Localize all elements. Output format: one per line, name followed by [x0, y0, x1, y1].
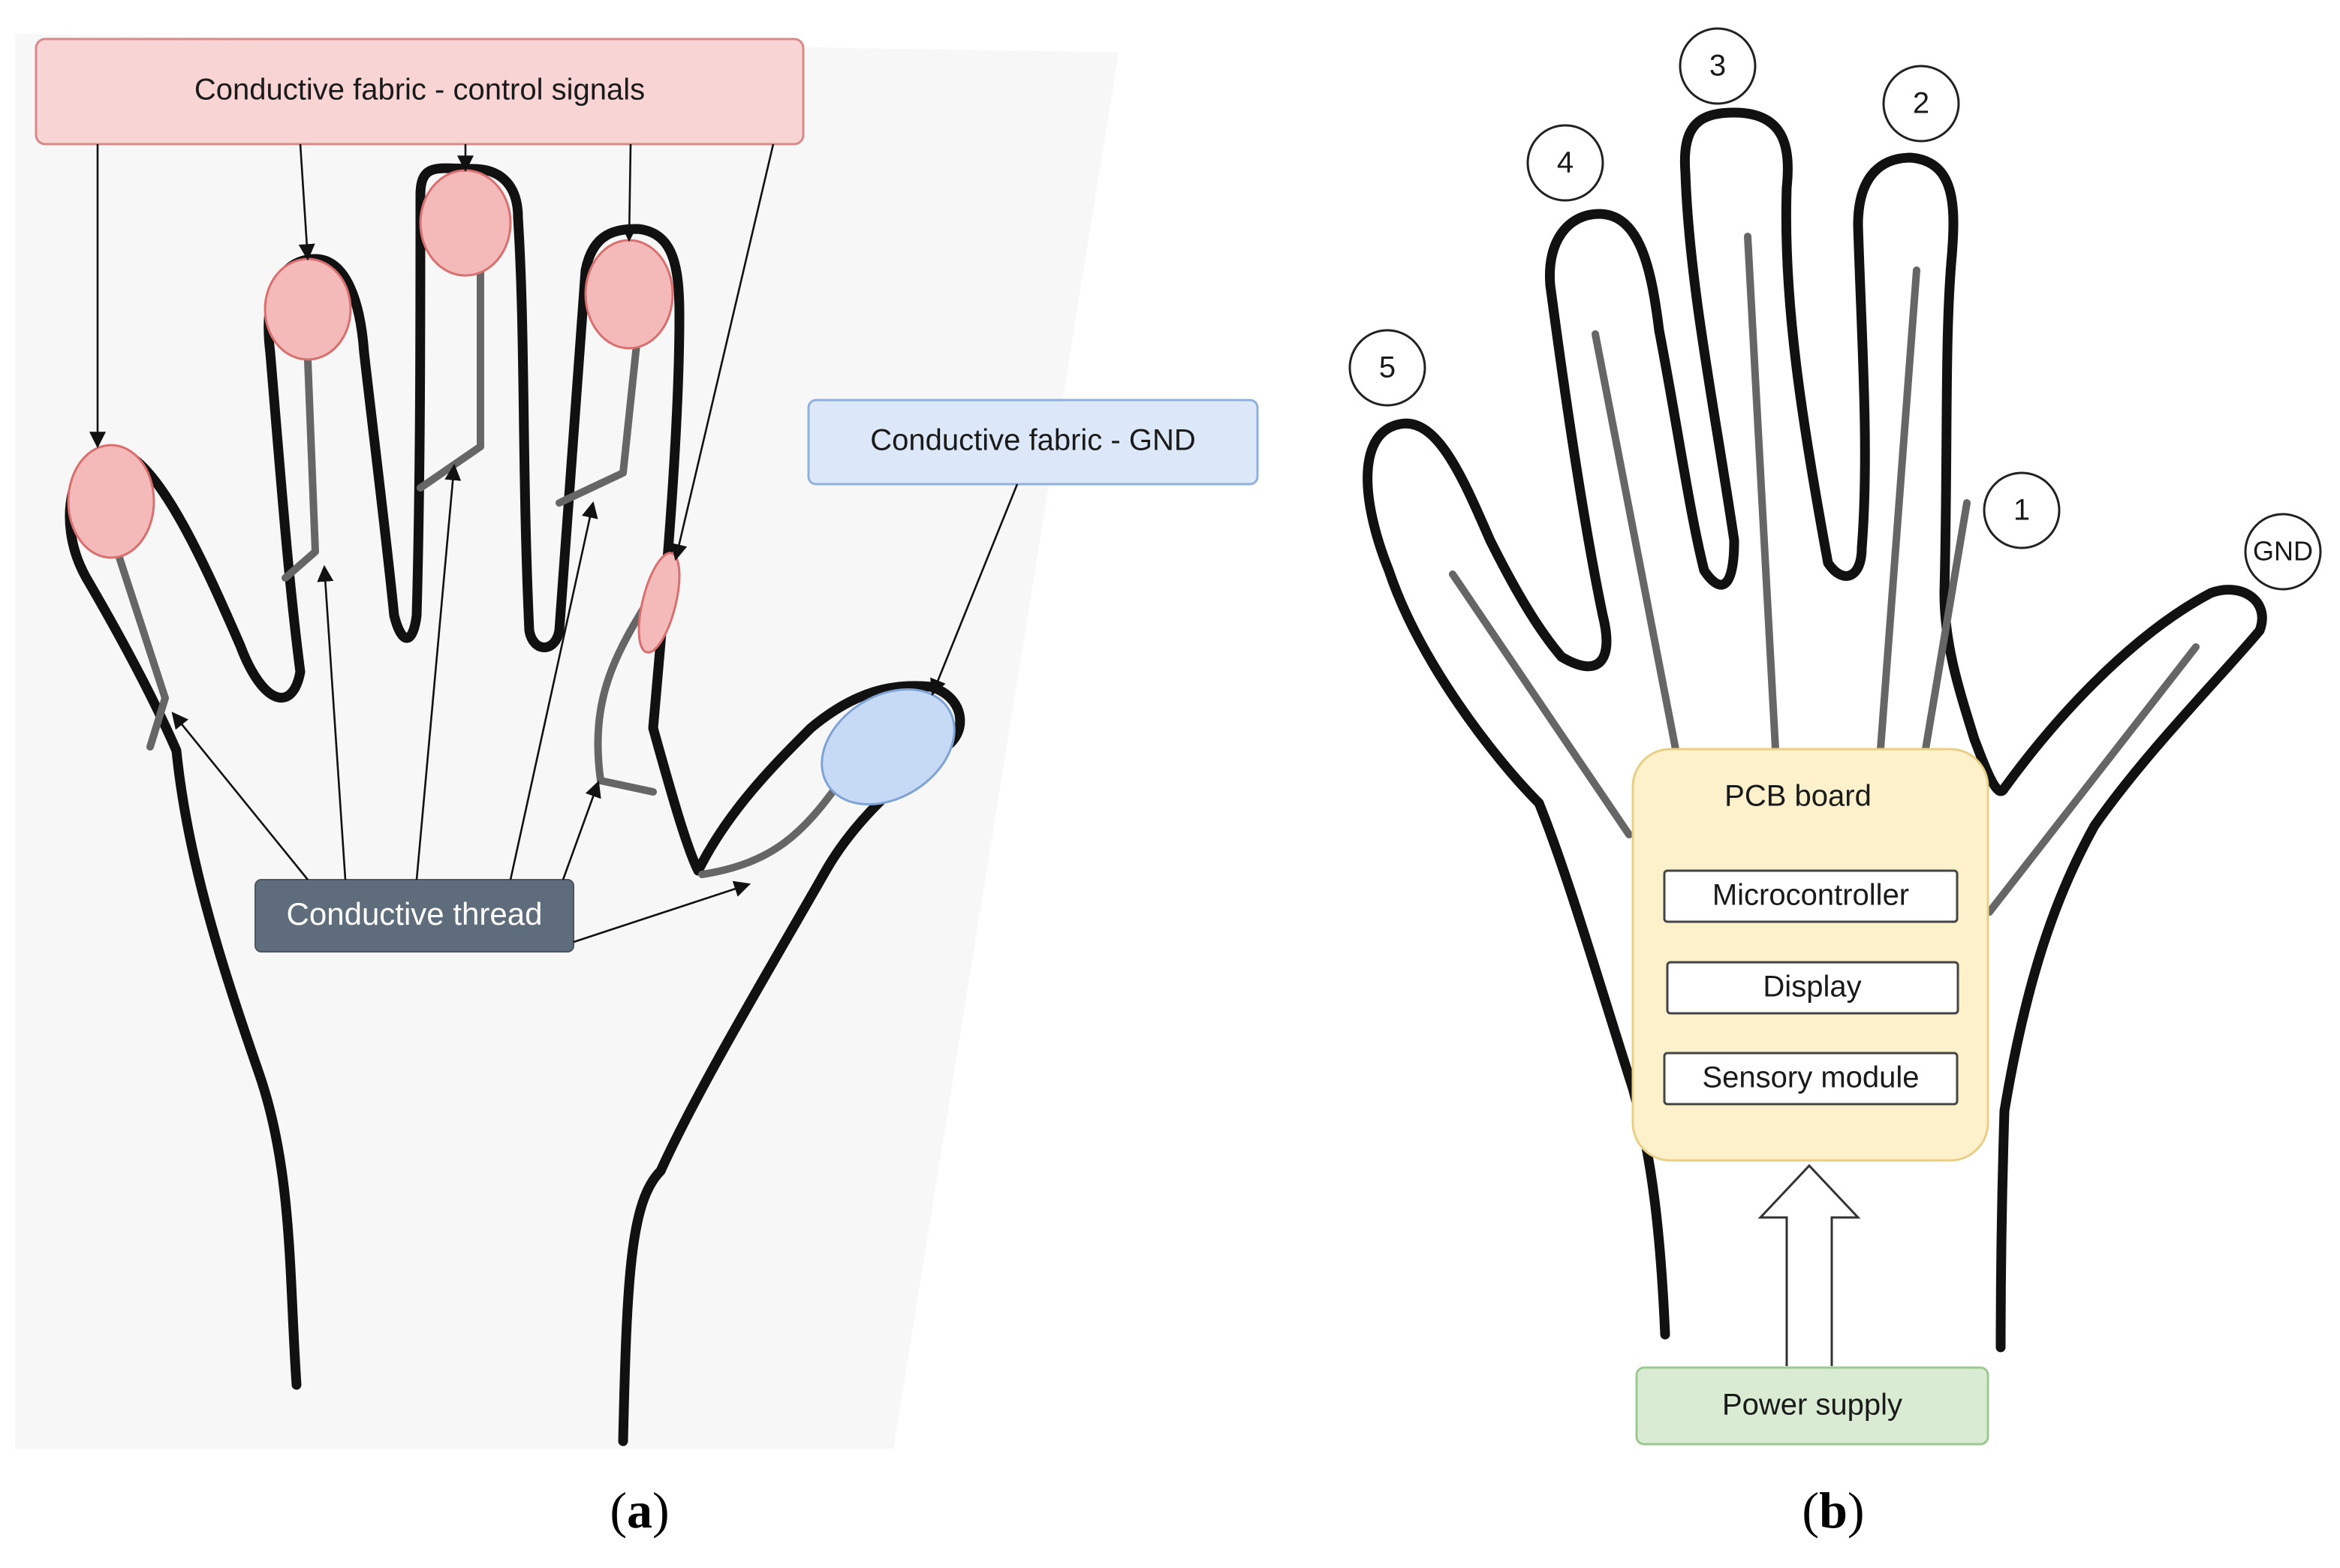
finger-marker-4-circle: [1526, 124, 1604, 202]
gnd-pad-thumb: [821, 688, 956, 806]
pad-little-finger: [67, 444, 155, 559]
gnd-marker-circle: [2244, 513, 2322, 591]
finger-marker-1-label: 1: [2013, 494, 2030, 527]
caption-a: (a): [610, 1482, 669, 1539]
finger-marker-2-label: 2: [1913, 87, 1929, 120]
power-arrow: [1757, 1163, 1861, 1366]
control-signals-box: [35, 38, 805, 146]
gnd-marker-label: GND: [2253, 536, 2313, 567]
module-sensory-box: [1663, 1052, 1959, 1106]
power-supply-box: [1635, 1366, 1989, 1446]
module-display-box: [1666, 961, 1959, 1015]
finger-marker-1-circle: [1983, 471, 2061, 549]
gnd-arrow: [930, 483, 1019, 697]
conductive-thread-box: [254, 879, 574, 953]
finger-marker-4-label: 4: [1557, 146, 1574, 179]
pad-index-finger: [584, 239, 674, 350]
finger-lines-b: [1449, 233, 2200, 916]
module-display-label: Display: [1763, 971, 1861, 1004]
finger-marker-3-label: 3: [1709, 50, 1726, 83]
pad-middle-finger: [419, 169, 512, 277]
caption-b: (b): [1802, 1482, 1864, 1539]
power-supply-label: Power supply: [1722, 1389, 1902, 1422]
hand-outline-b: [1363, 107, 2267, 1353]
module-microcontroller-box: [1663, 869, 1959, 923]
gnd-label: Conductive fabric - GND: [870, 424, 1195, 457]
finger-marker-5-circle: [1348, 329, 1426, 407]
panel-a-background: [15, 34, 1119, 1449]
module-sensory-label: Sensory module: [1702, 1061, 1919, 1094]
control-signals-label: Conductive fabric - control signals: [194, 74, 645, 107]
control-signal-pads: [67, 169, 681, 654]
conductive-thread-arrows: [171, 463, 751, 944]
finger-number-markers: 1 2 3 4 5 GND: [1348, 27, 2322, 591]
pad-ring-finger: [264, 257, 352, 361]
finger-marker-5-label: 5: [1379, 351, 1396, 384]
gnd-box: [807, 399, 1259, 486]
module-microcontroller-label: Microcontroller: [1712, 879, 1909, 912]
thread-lines-a: [105, 251, 845, 878]
conductive-thread-label: Conductive thread: [287, 896, 543, 931]
panel-b: PCB board Microcontroller Display Sensor…: [1348, 27, 2322, 1539]
control-signal-arrows: [89, 143, 775, 561]
finger-marker-3-circle: [1679, 27, 1757, 105]
pcb-board-title: PCB board: [1724, 780, 1872, 813]
panel-a: Conductive fabric - control signals Cond…: [15, 34, 1259, 1539]
finger-marker-2-circle: [1882, 65, 1960, 143]
